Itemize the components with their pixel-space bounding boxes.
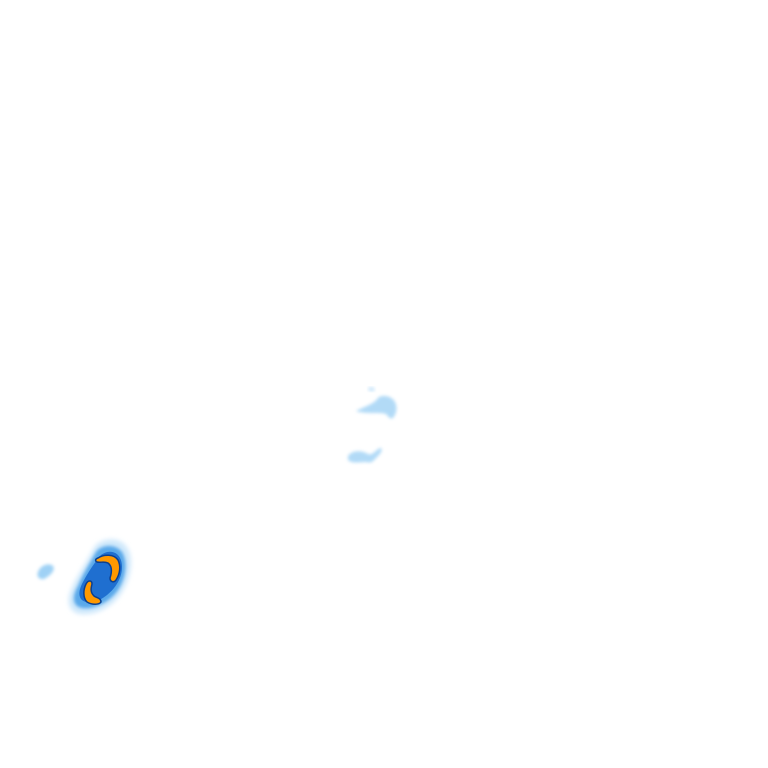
cell-west-main [68, 539, 131, 615]
cell-west-small [37, 564, 54, 580]
cell-center-south [348, 448, 382, 463]
cell-center-north [356, 386, 397, 419]
